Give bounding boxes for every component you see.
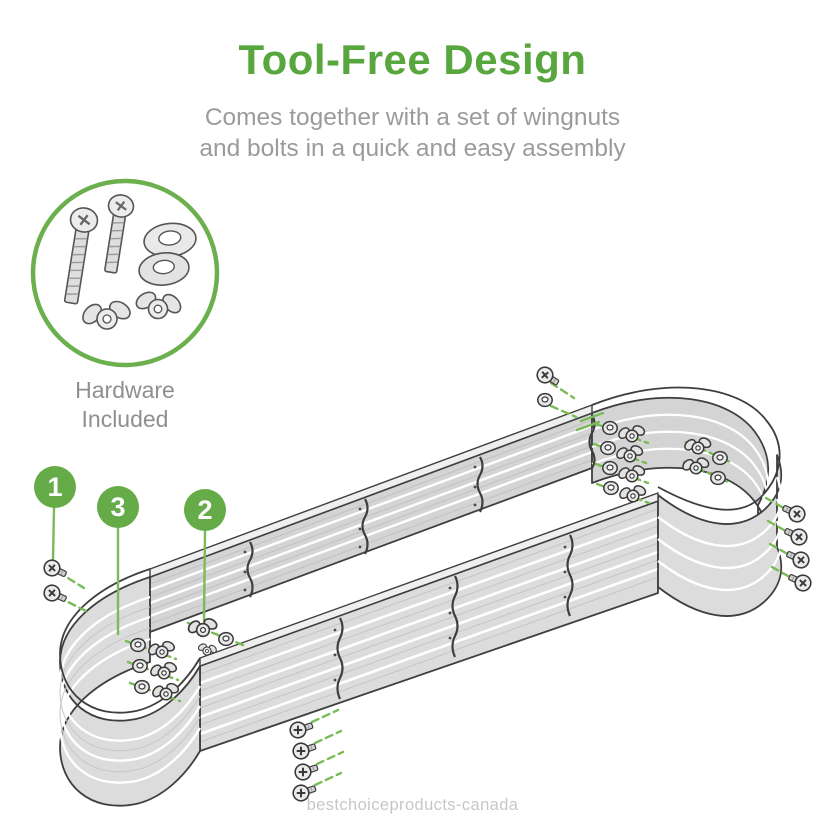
- hardware-label-line-2: Included: [81, 406, 169, 432]
- wingnut-icon: [82, 300, 131, 330]
- screw-icon: [40, 556, 70, 583]
- callout-3-number: 3: [110, 491, 126, 522]
- panel-seams: [246, 414, 596, 700]
- wingnut-icon: [135, 291, 182, 320]
- screw-icon: [290, 737, 319, 762]
- callout-1-badge: 1: [34, 466, 76, 508]
- page-title: Tool-Free Design: [238, 36, 587, 83]
- callout-3-badge: 3: [97, 486, 139, 528]
- seam-rivets: [243, 465, 567, 682]
- page-subtitle: Comes together with a set of wingnuts an…: [0, 102, 825, 164]
- washer-icon: [537, 392, 553, 408]
- subtitle-line-2: and bolts in a quick and easy assembly: [199, 135, 626, 162]
- hardware-badge: [28, 176, 222, 370]
- screw-icon: [292, 758, 321, 783]
- washer-icon: [138, 252, 190, 286]
- right-end-panel: [657, 454, 783, 617]
- wingnut-icon: [184, 614, 221, 640]
- bed-rim: [59, 386, 781, 714]
- washer-icon: [602, 420, 618, 436]
- washer-icon: [710, 470, 726, 486]
- bolt-icon: [104, 194, 135, 274]
- bed-panels: [58, 386, 783, 807]
- callout-1-stem: [51, 506, 56, 562]
- callout-1-number: 1: [47, 471, 63, 502]
- wingnut-icon: [146, 658, 181, 683]
- subtitle-line-1: Comes together with a set of wingnuts: [204, 104, 621, 131]
- hardware-badge-graphic: [30, 178, 220, 368]
- screw-icon: [533, 363, 563, 391]
- washer-icon: [603, 480, 619, 496]
- screw-icon: [781, 522, 811, 549]
- washer-icon: [602, 460, 618, 476]
- callout-2-stem: [202, 529, 207, 623]
- washer-icon: [130, 637, 146, 653]
- washer-icon: [132, 658, 148, 674]
- screw-icon: [783, 545, 813, 572]
- callout-2-number: 2: [197, 494, 213, 525]
- hardware-badge-label: Hardware Included: [28, 376, 222, 434]
- screw-icon: [779, 499, 809, 526]
- washer-icon: [712, 450, 728, 466]
- callout-2-badge: 2: [184, 489, 226, 531]
- bolt-icon: [63, 207, 99, 305]
- screw-icon: [785, 568, 815, 595]
- screw-icon: [40, 581, 70, 608]
- hardware-label-line-1: Hardware: [75, 377, 175, 403]
- washer-icon: [134, 679, 150, 695]
- washer-icon: [600, 440, 616, 456]
- watermark: bestchoiceproducts-canada: [306, 796, 519, 814]
- washer-icon: [143, 222, 197, 258]
- washer-icon: [218, 631, 234, 647]
- screw-icon: [287, 716, 316, 741]
